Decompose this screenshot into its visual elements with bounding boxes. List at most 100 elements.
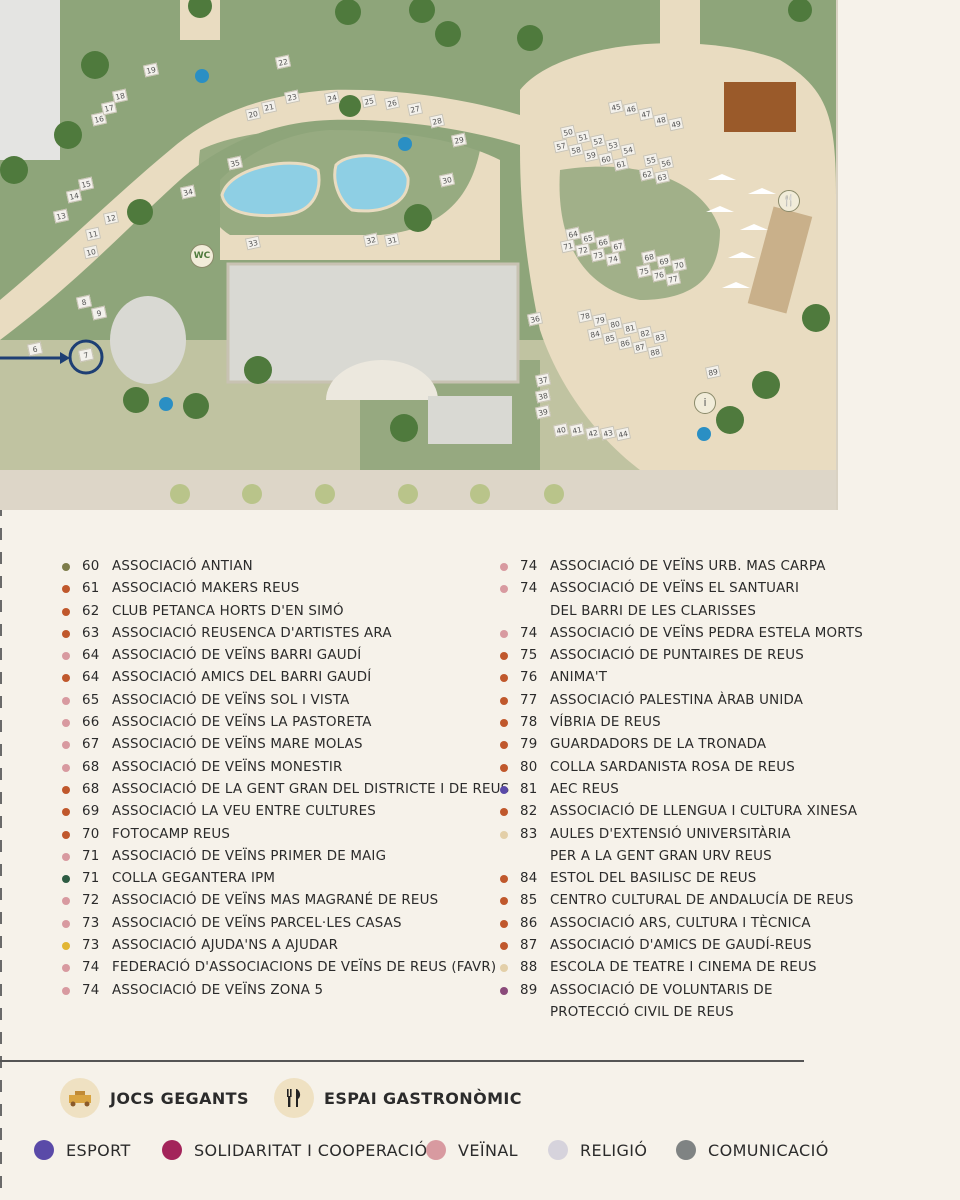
stand-marker[interactable]: 44 [614,426,632,442]
stand-marker[interactable]: 43 [599,425,617,441]
stand-marker[interactable]: 31 [383,232,401,248]
stand-marker[interactable]: 83 [651,329,669,345]
stand-marker[interactable]: 47 [637,106,655,122]
stand-marker[interactable]: 57 [552,138,570,154]
stand-marker[interactable]: 30 [438,172,456,188]
stand-marker[interactable]: 27 [406,101,424,117]
stand-number: 68 [82,759,100,775]
info-label: i [703,396,707,409]
association-name: Associació Ajuda'ns a Ajudar [112,938,339,954]
category-dot [500,785,508,794]
stand-marker[interactable]: 85 [601,330,619,346]
stand-marker[interactable]: 78 [576,308,594,324]
stand-marker[interactable]: 49 [667,116,685,132]
stand-marker[interactable]: 72 [574,242,592,258]
stand-marker[interactable]: 69 [655,253,673,269]
stand-marker[interactable]: 24 [323,90,341,106]
category-dot [62,696,70,705]
stand-marker[interactable]: 56 [657,155,675,171]
stand-marker[interactable]: 68 [640,249,658,265]
stand-marker[interactable]: 10 [82,244,100,260]
legend-entry: 70Fotocamp Reus [62,824,482,846]
stand-marker[interactable]: 29 [450,132,468,148]
stand-marker[interactable]: 89 [704,364,722,380]
stand-marker[interactable]: 58 [567,142,585,158]
stand-marker[interactable]: 25 [360,93,378,109]
stand-marker[interactable]: 33 [244,235,262,251]
stand-marker[interactable]: 79 [591,312,609,328]
stand-marker[interactable]: 11 [84,226,102,242]
stand-marker[interactable]: 46 [622,101,640,117]
stand-number: 89 [520,982,538,998]
stand-marker[interactable]: 75 [635,263,653,279]
stand-marker[interactable]: 84 [586,326,604,342]
stand-marker[interactable]: 13 [52,208,70,224]
giant-games-icon [60,1078,100,1118]
association-name: Club Petanca Horts d'en Simó [112,603,344,619]
stand-marker[interactable]: 82 [636,325,654,341]
stand-marker[interactable]: 88 [646,344,664,360]
stand-marker[interactable]: 59 [582,147,600,163]
stand-marker[interactable]: 36 [526,311,544,327]
stand-marker[interactable]: 74 [604,251,622,267]
stand-marker[interactable]: 37 [534,372,552,388]
stand-marker[interactable]: 41 [568,422,586,438]
category-dot [62,652,70,661]
stand-marker[interactable]: 60 [597,151,615,167]
category-key: Esport [34,1140,131,1160]
legend-entry: 77Associació Palestina Àrab Unida [500,690,820,712]
stand-marker[interactable]: 62 [638,166,656,182]
stand-marker[interactable]: 45 [607,99,625,115]
stand-marker[interactable]: 52 [589,133,607,149]
stand-marker[interactable]: 70 [670,257,688,273]
stand-marker[interactable]: 19 [142,62,160,78]
legend-entry: 72Associació de Veïns Mas Magrané de Reu… [62,890,482,912]
stand-marker[interactable]: 35 [226,155,244,171]
stand-marker[interactable]: 53 [604,137,622,153]
stand-marker[interactable]: 50 [559,124,577,140]
association-name: Associació Reusenca d'Artistes ARA [112,625,392,641]
stand-marker[interactable]: 73 [589,247,607,263]
stand-number: 66 [82,715,100,731]
stand-marker[interactable]: 55 [642,152,660,168]
stand-marker[interactable]: 51 [574,129,592,145]
stand-marker[interactable]: 81 [621,320,639,336]
stand-marker[interactable]: 54 [619,142,637,158]
stand-marker[interactable]: 39 [534,404,552,420]
stand-marker[interactable]: 34 [179,184,197,200]
stand-marker[interactable]: 77 [664,271,682,287]
stand-marker[interactable]: 20 [244,106,262,122]
stand-marker[interactable]: 86 [616,335,634,351]
stand-marker[interactable]: 48 [652,112,670,128]
stand-marker[interactable]: 63 [653,169,671,185]
wc-label: WC [193,251,211,261]
stand-marker[interactable]: 21 [260,99,278,115]
category-dot [500,942,508,951]
stand-marker[interactable]: 38 [534,388,552,404]
category-dot [500,830,508,839]
stand-marker[interactable]: 32 [362,232,380,248]
category-color-dot [676,1140,696,1160]
stand-marker[interactable]: 22 [274,54,292,70]
category-dot [62,830,70,839]
stand-marker[interactable]: 42 [584,425,602,441]
stand-marker[interactable]: 40 [552,422,570,438]
stand-marker[interactable]: 87 [631,339,649,355]
category-key: Solidaritat i cooperació [162,1140,427,1160]
stand-marker[interactable]: 26 [383,95,401,111]
category-dot [500,919,508,928]
stand-marker[interactable]: 61 [612,156,630,172]
legend-entry: 74Associació de Veïns El Santuari del Ba… [500,578,820,623]
association-name: Associació La Veu entre Cultures [112,804,376,820]
stand-marker[interactable]: 15 [77,176,95,192]
stand-marker[interactable]: 80 [606,316,624,332]
stand-marker[interactable]: 18 [111,88,129,104]
stand-marker[interactable]: 71 [559,238,577,254]
stand-marker[interactable]: 23 [283,89,301,105]
stand-marker[interactable]: 12 [102,210,120,226]
stand-marker[interactable]: 28 [428,113,446,129]
stand-number: 88 [520,960,538,976]
category-dot [500,808,508,817]
association-name: Associació d'Amics de Gaudí-Reus [550,938,812,954]
legend-entry: 83Aules d'Extensió Universitària per a l… [500,824,820,869]
